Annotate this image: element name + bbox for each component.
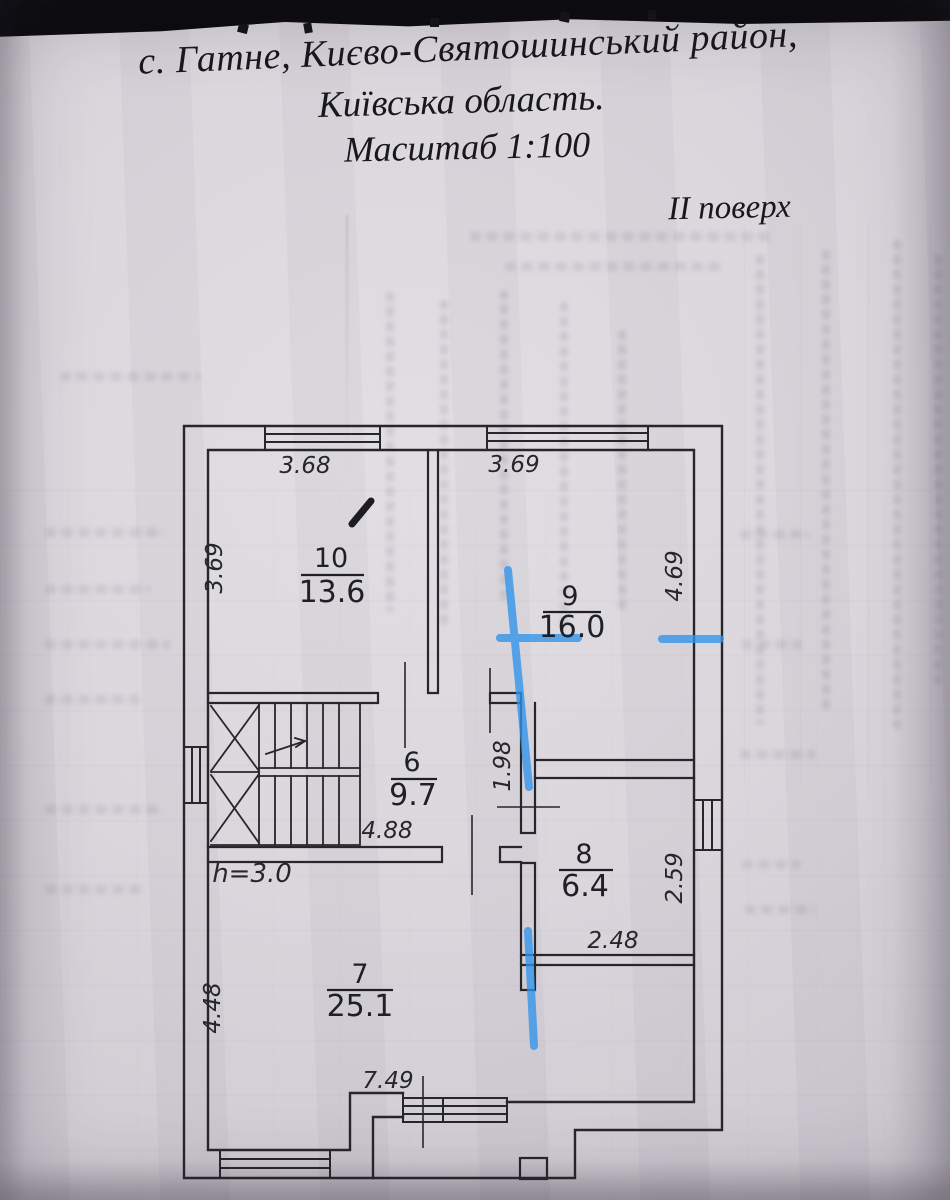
dim-right-upper: 4.69 <box>662 550 688 601</box>
stair-outline <box>210 702 361 846</box>
cropped-text-fragment <box>430 18 439 27</box>
room6-area: 9.7 <box>389 778 437 813</box>
dim-left-upper: 3.69 <box>202 542 228 593</box>
windows <box>183 425 723 1179</box>
wall-room10-room9 <box>426 448 440 695</box>
wall-room8-left <box>519 691 537 992</box>
marker-line-wall-upper <box>504 566 533 791</box>
inner-boundary <box>206 448 696 1180</box>
dim-right-lower: 2.59 <box>662 852 688 903</box>
pen-mark <box>348 497 375 528</box>
dim-bottom: 7.49 <box>362 1068 413 1094</box>
room10-area: 13.6 <box>299 575 366 610</box>
wall-room7-top <box>206 845 523 864</box>
marker-line-wall-lower <box>524 927 538 1050</box>
window-top-left <box>264 425 381 451</box>
marker-highlights <box>496 566 724 1050</box>
door-opening-ticks <box>404 662 560 1148</box>
room10-number: 10 <box>314 543 348 574</box>
room9-area: 16.0 <box>539 610 606 645</box>
interior-walls <box>206 448 696 1181</box>
dim-left-lower: 4.48 <box>200 982 226 1033</box>
dim-top-right: 3.69 <box>488 452 539 478</box>
cropped-text-fragment <box>648 10 656 20</box>
dim-room8-width: 2.48 <box>587 928 638 954</box>
room9-number: 9 <box>561 581 578 612</box>
room8-number: 8 <box>575 839 592 870</box>
room-labels: 10 13.6 9 16.0 6 9.7 8 6.4 7 25.1 <box>299 543 613 1024</box>
stair-treads-lower <box>274 775 340 846</box>
stair-direction-arrow <box>264 736 307 756</box>
stair-treads-upper <box>274 702 340 769</box>
wall-corridor-top <box>206 691 523 705</box>
wall-room8-bottom <box>519 953 696 967</box>
dim-top-left: 3.68 <box>279 453 330 479</box>
staircase <box>209 702 361 846</box>
paper-crease <box>346 215 348 475</box>
room8-area: 6.4 <box>561 869 609 904</box>
window-left <box>183 746 209 804</box>
dimension-labels: 3.68 3.69 3.69 4.69 1.98 4.88 h=3.0 2.59… <box>200 452 688 1094</box>
room6-number: 6 <box>403 747 420 778</box>
dim-inner-wall: 1.98 <box>490 740 516 791</box>
window-top-right <box>486 425 649 451</box>
stair-landing <box>258 767 361 777</box>
window-right <box>693 799 723 851</box>
room7-area: 25.1 <box>327 989 394 1024</box>
exterior-walls <box>182 424 724 1180</box>
wall-room8-top <box>533 758 696 780</box>
outer-boundary <box>182 424 724 1180</box>
ceiling-height-note: h=3.0 <box>212 859 292 889</box>
dim-corridor: 4.88 <box>361 818 412 844</box>
room7-number: 7 <box>351 959 368 990</box>
stair-winders <box>209 703 261 845</box>
pillar <box>518 1156 549 1181</box>
window-bottom-left <box>219 1149 331 1179</box>
window-bottom-middle <box>402 1092 508 1123</box>
